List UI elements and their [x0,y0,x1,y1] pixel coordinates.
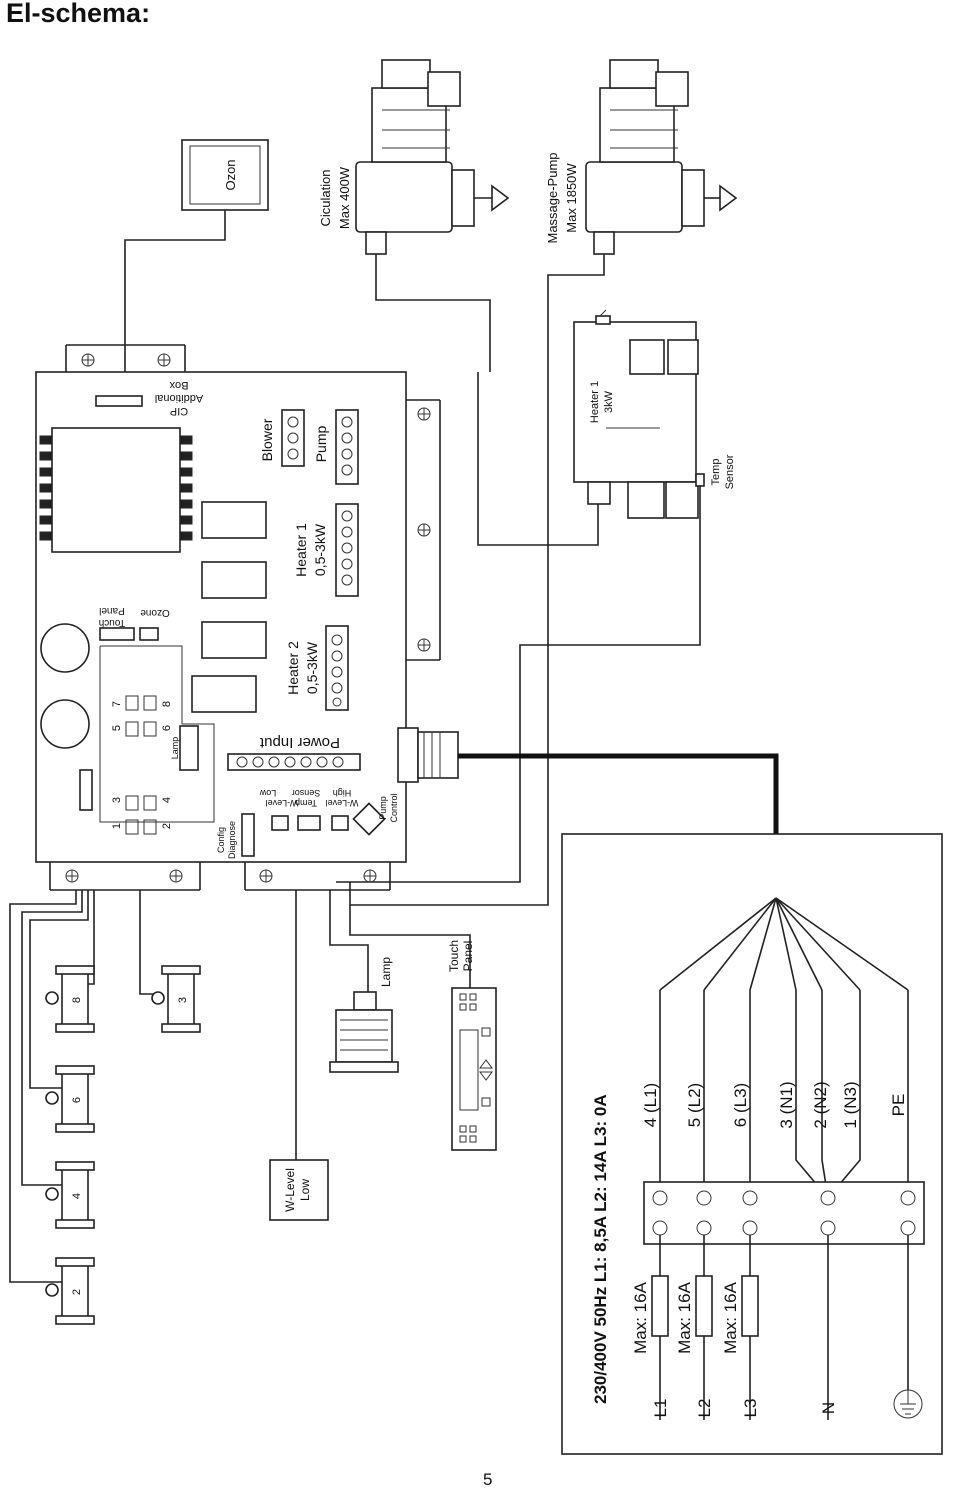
heater2-label-1: Heater 2 [285,641,301,695]
ozon-unit: Ozon [181,139,269,211]
fuse-label-l1: Max: 16A [631,1281,650,1353]
temp-sensor-conn-label-1: Temp [295,798,317,808]
fuse-label-l2: Max: 16A [675,1281,694,1353]
cip-label-1: CIP [170,405,188,417]
touch-panel-label-1: Touch [447,940,461,972]
wlevel-sensor-label-1: W-Level [283,1168,297,1212]
page-title: El-schema: [6,0,151,28]
valve-2-label: 2 [71,1289,83,1295]
wlevel-low-label-2: Low [259,788,276,798]
heater-label-1: Heater 1 [589,381,601,423]
wlevel-high-label-1: W-Level [326,798,359,808]
lamp-conn-label: Lamp [170,737,180,760]
terminal-label-l3: 6 (L3) [731,1083,750,1127]
line-label-l1: L1 [651,1399,670,1418]
temp-sensor-label-1: Temp [710,459,722,486]
terminal-label-n2: 2 (N2) [811,1081,830,1128]
heater1-label-2: 0,5-3kW [312,523,328,576]
power-input-label: Power Input [259,734,340,751]
cable-gland [397,727,459,783]
wlevel-low-label-1: W-Level [266,798,299,808]
valve-conn-num-4: 4 [161,797,173,803]
temp-sensor-label-2: Sensor [724,454,736,489]
line-label-n: N [819,1402,838,1414]
touch-panel-label-2: Panel [461,941,475,972]
valve-2: 2 [45,1257,95,1325]
terminal-label-l2: 5 (L2) [685,1083,704,1127]
blower-label: Blower [259,418,275,461]
power-supply-panel: 230/400V 50Hz L1: 8,5A L2: 14A L3: 0A 4 … [561,833,943,1455]
control-box: CIP Additional Box Blower Pump Heater 1 … [35,344,441,891]
valve-3-label: 3 [177,997,189,1003]
terminal-label-pe: PE [889,1094,908,1117]
cip-label-3: Box [169,379,188,391]
circulation-pump: Ciculation Max 400W [318,59,510,255]
massage-label-2: Max 1850W [564,163,579,233]
touch-panel-conn-label-2: Panel [99,605,125,616]
valve-conn-num-5: 5 [111,725,123,731]
valve-conn-num-2: 2 [161,823,173,829]
heater2-label-2: 0,5-3kW [304,641,320,694]
valve-conn-num-3: 3 [111,797,123,803]
page-number: 5 [483,1470,493,1489]
zone-valves: 8 6 4 2 3 [9,890,201,1325]
heater-label-2: 3kW [603,390,615,413]
valve-8: 8 [45,965,95,1033]
config-label-1: Config [216,827,226,853]
ozone-conn-label: Ozone [140,607,170,618]
valve-conn-num-1: 1 [111,823,123,829]
wlevel-sensor-label-2: Low [298,1179,312,1201]
touch-panel-conn-label-1: Touch [99,617,126,628]
lamp-label: Lamp [379,957,393,987]
heater1-label-1: Heater 1 [293,523,309,577]
terminal-label-n3: 1 (N3) [841,1081,860,1128]
terminal-label-n1: 3 (N1) [777,1081,796,1128]
valve-4: 4 [45,1161,95,1229]
wlevel-high-label-2: High [333,788,352,798]
line-label-l3: L3 [741,1399,760,1418]
valve-conn-num-6: 6 [161,725,173,731]
valve-conn-num-7: 7 [111,701,123,707]
valve-3: 3 [151,965,201,1033]
valve-8-label: 8 [71,997,83,1003]
touch-panel: Touch Panel [447,940,497,1151]
wlevel-low-sensor: W-Level Low [269,1159,329,1221]
temp-sensor-conn-label-2: Sensor [292,788,321,798]
massage-pump: Massage-Pump Max 1850W [545,59,738,255]
valve-4-label: 4 [71,1193,83,1199]
config-label-2: Diagnose [227,821,237,859]
valve-6-label: 6 [71,1097,83,1103]
terminal-label-l1: 4 (L1) [641,1083,660,1127]
pump-control-label-1: Pump [378,796,388,820]
lamp-unit: Lamp [329,957,399,1073]
circulation-label-2: Max 400W [337,166,352,229]
fuse-label-l3: Max: 16A [721,1281,740,1353]
circulation-label-1: Ciculation [318,169,333,226]
valve-6: 6 [45,1065,95,1133]
ozon-label: Ozon [223,159,238,190]
ground-icon [893,1389,923,1419]
valve-conn-num-8: 8 [161,701,173,707]
cip-label-2: Additional [155,392,203,404]
supply-header: 230/400V 50Hz L1: 8,5A L2: 14A L3: 0A [591,1094,610,1404]
heater-unit: Heater 1 3kW Temp Sensor [573,309,736,519]
massage-label-1: Massage-Pump [545,152,560,243]
pump-label: Pump [313,426,329,463]
pump-control-label-2: Control [389,793,399,822]
line-label-l2: L2 [695,1399,714,1418]
